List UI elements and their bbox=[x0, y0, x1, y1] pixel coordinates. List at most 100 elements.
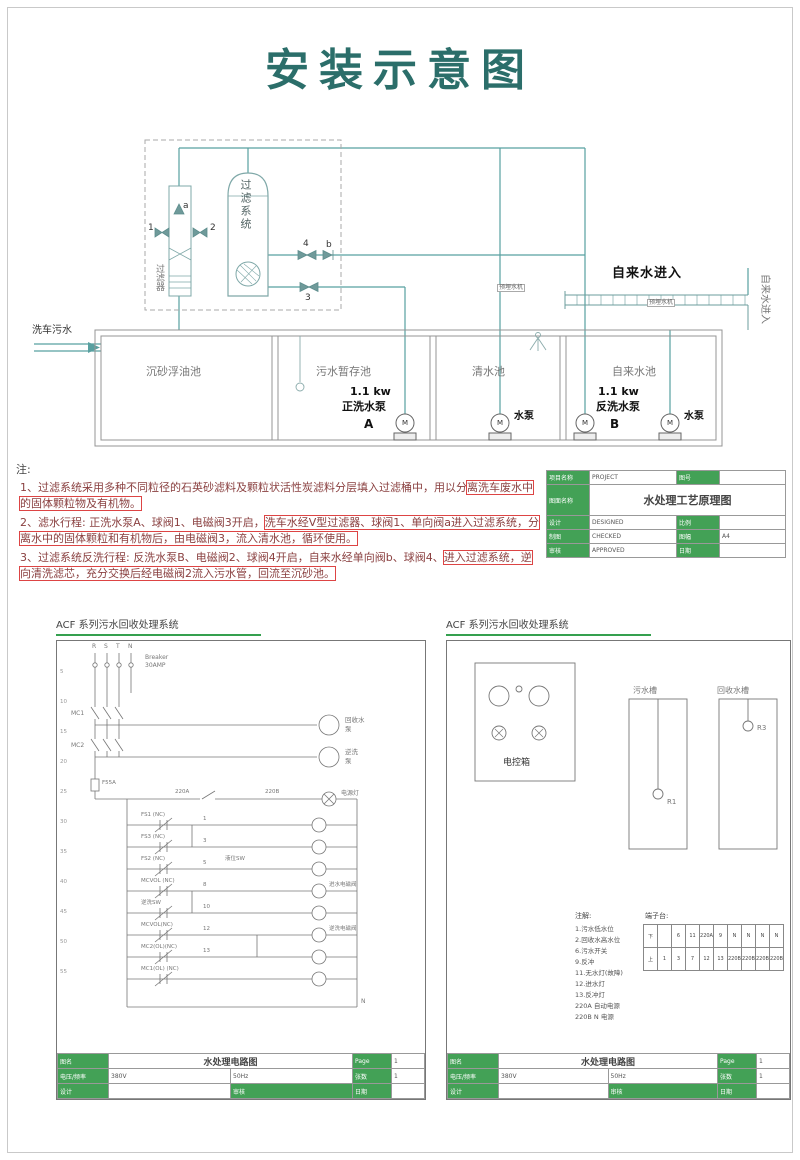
tb-label: 图号 bbox=[676, 470, 720, 485]
line-number: 55 bbox=[60, 969, 67, 975]
tb-cell bbox=[108, 1083, 231, 1099]
valve-mark-4: 4 bbox=[303, 239, 309, 249]
title-block: 项目名称 PROJECT 图号 图面名称 水处理工艺原理图 设计 DESIGNE… bbox=[546, 470, 786, 558]
pump-a-power: 1.1 kw bbox=[350, 385, 391, 398]
layout-diagram: 电控箱 污水槽 回收水槽 R1 R3 注解: 1.污水低水位 2.回收水高水位 … bbox=[446, 640, 791, 1100]
pipes bbox=[178, 147, 749, 414]
rung-label: MCVOL(NC) bbox=[141, 922, 173, 928]
rung-label: MCVOL (NC) bbox=[141, 878, 175, 884]
recycle-tank-label: 回收水槽 bbox=[717, 686, 749, 695]
panel-header-text: ACF 系列污水回收处理系统 bbox=[446, 620, 569, 631]
note-text: 过滤系统反洗行程: 反洗水泵B、电磁阀2、球阀4开启，自来水经单向阀b、球阀4、 bbox=[38, 550, 444, 564]
motor2-label: 逆洗 bbox=[345, 748, 358, 756]
level-switch-label: 液位SW bbox=[225, 856, 245, 862]
tb-label: 日期 bbox=[352, 1083, 392, 1099]
fuse-label: F55A bbox=[102, 780, 116, 786]
pump-b-id: B bbox=[610, 417, 620, 431]
page-title: 安装示意图 bbox=[265, 45, 535, 96]
note-1: 1、过滤系统采用多种不同粒径的石英砂滤料及颗粒状活性炭滤料分层填入过滤桶中，用以… bbox=[16, 479, 540, 513]
carwash-sewage-label: 洗车污水 bbox=[32, 325, 72, 336]
layout-linework bbox=[474, 662, 778, 850]
legend-line: 9.反冲 bbox=[575, 958, 595, 966]
phase-t: T bbox=[116, 643, 120, 650]
tb-label: 张数 bbox=[717, 1068, 757, 1084]
layout-panel: ACF 系列污水回收处理系统 电控箱 污水槽 回收水槽 bbox=[446, 616, 791, 1100]
panel-drawing-title: 水处理电路图 bbox=[498, 1053, 718, 1069]
note-text: 滤水行程: 正洗水泵A、球阀1、电磁阀3开启， bbox=[38, 515, 265, 529]
terminal-cell: 220A bbox=[699, 924, 714, 948]
tb-label: 制图 bbox=[546, 529, 590, 544]
terminal-cell: 13 bbox=[713, 947, 728, 971]
terminal-cell: N bbox=[727, 924, 742, 948]
terminal-block: 下 6 11 220A 9 N N N N 上 1 3 7 12 bbox=[643, 924, 784, 971]
terminal-cell: 220B bbox=[727, 947, 742, 971]
note-number: 3、 bbox=[20, 550, 38, 564]
tb-value: 380V bbox=[498, 1068, 609, 1084]
pump-b-power: 1.1 kw bbox=[598, 385, 639, 398]
terminal-cell: 220B bbox=[769, 947, 784, 971]
tb-cell bbox=[756, 1083, 790, 1099]
line-number: 20 bbox=[60, 759, 67, 765]
tb-value bbox=[719, 543, 786, 558]
wire-number: 12 bbox=[203, 926, 210, 932]
tb-value: 1 bbox=[756, 1053, 790, 1069]
line-number: 15 bbox=[60, 729, 67, 735]
tank-label-clean: 清水池 bbox=[472, 365, 505, 378]
tb-label: 图名 bbox=[57, 1053, 109, 1069]
piping-linework bbox=[34, 139, 749, 447]
terminal-heading: 端子台: bbox=[645, 912, 669, 920]
voltage-220b: 220B bbox=[265, 789, 280, 795]
wire-number: 8 bbox=[203, 882, 207, 888]
note-3: 3、过滤系统反洗行程: 反洗水泵B、电磁阀2、球阀4开启，自来水经单向阀b、球阀… bbox=[16, 549, 540, 583]
tb-label: 审核 bbox=[607, 1083, 718, 1099]
wire-number: 5 bbox=[203, 860, 207, 866]
motor-m: M bbox=[582, 419, 589, 427]
tb-value: CHECKED bbox=[589, 529, 677, 544]
valve-mark-b: b bbox=[326, 240, 332, 250]
terminal-cell: 上 bbox=[643, 947, 658, 971]
embedded-machine-label: 预埋水机 bbox=[497, 284, 526, 292]
line-number: 30 bbox=[60, 819, 67, 825]
motor1-label: 回收水 bbox=[345, 716, 365, 724]
tb-value: PROJECT bbox=[589, 470, 677, 485]
terminal-cell: 12 bbox=[699, 947, 714, 971]
neutral-label: N bbox=[361, 998, 366, 1005]
green-underline bbox=[446, 634, 651, 636]
installation-diagram: 过滤系统 过滤器 a 1 2 4 b 3 自来水进入 自来水进入 洗车污水 预埋… bbox=[20, 118, 780, 470]
contactor-mc2: MC2 bbox=[71, 742, 85, 749]
tank-label-tap: 自来水池 bbox=[612, 365, 656, 378]
equipment-dashed-box bbox=[144, 139, 342, 311]
tb-value: 1 bbox=[756, 1068, 790, 1084]
terminal-cell: 220B bbox=[755, 947, 770, 971]
tb-label: Page bbox=[717, 1053, 757, 1069]
terminal-cell: 11 bbox=[685, 924, 700, 948]
control-box-label: 电控箱 bbox=[503, 758, 531, 768]
note-text-boxed: 进入过滤系统，逆向清洗滤芯，充分交换后经电磁阀2流入污水管，回流至沉砂池。 bbox=[19, 549, 533, 581]
phase-n: N bbox=[128, 643, 133, 650]
circuit-diagram: 5 10 15 20 25 30 35 40 45 50 55 R S T N … bbox=[56, 640, 426, 1100]
legend-line: 2.回收水高水位 bbox=[575, 936, 621, 944]
rung-label: MC1(OL) (NC) bbox=[141, 966, 179, 972]
tb-value: 50Hz bbox=[230, 1068, 353, 1084]
tank-structure bbox=[94, 329, 723, 447]
tb-value bbox=[719, 515, 786, 530]
motor-m: M bbox=[667, 419, 674, 427]
tb-label: 项目名称 bbox=[546, 470, 590, 485]
valve-symbols bbox=[154, 203, 334, 293]
panel-titleblock: 图名 水处理电路图 Page 1 电压/频率 380V 50Hz 张数 1 设计… bbox=[447, 1053, 790, 1099]
wire-number: 13 bbox=[203, 948, 210, 954]
line-number: 35 bbox=[60, 849, 67, 855]
tap-water-in-label: 自来水进入 bbox=[612, 266, 683, 281]
level-float bbox=[295, 332, 547, 392]
tb-cell bbox=[391, 1083, 425, 1099]
terminal-cell bbox=[657, 924, 672, 948]
tb-label: 电压/频率 bbox=[57, 1068, 109, 1084]
rung-label: FS3 (NC) bbox=[141, 834, 166, 840]
rung-label: 逆洗SW bbox=[141, 900, 161, 906]
terminal-cell: 下 bbox=[643, 924, 658, 948]
pump-label: 水泵 bbox=[684, 411, 704, 422]
terminal-cell: N bbox=[741, 924, 756, 948]
float-r3-label: R3 bbox=[757, 724, 767, 732]
note-text: 过滤系统采用多种不同粒径的石英砂滤料及颗粒状活性炭滤料分层填入过滤桶中，用以分 bbox=[38, 480, 467, 494]
